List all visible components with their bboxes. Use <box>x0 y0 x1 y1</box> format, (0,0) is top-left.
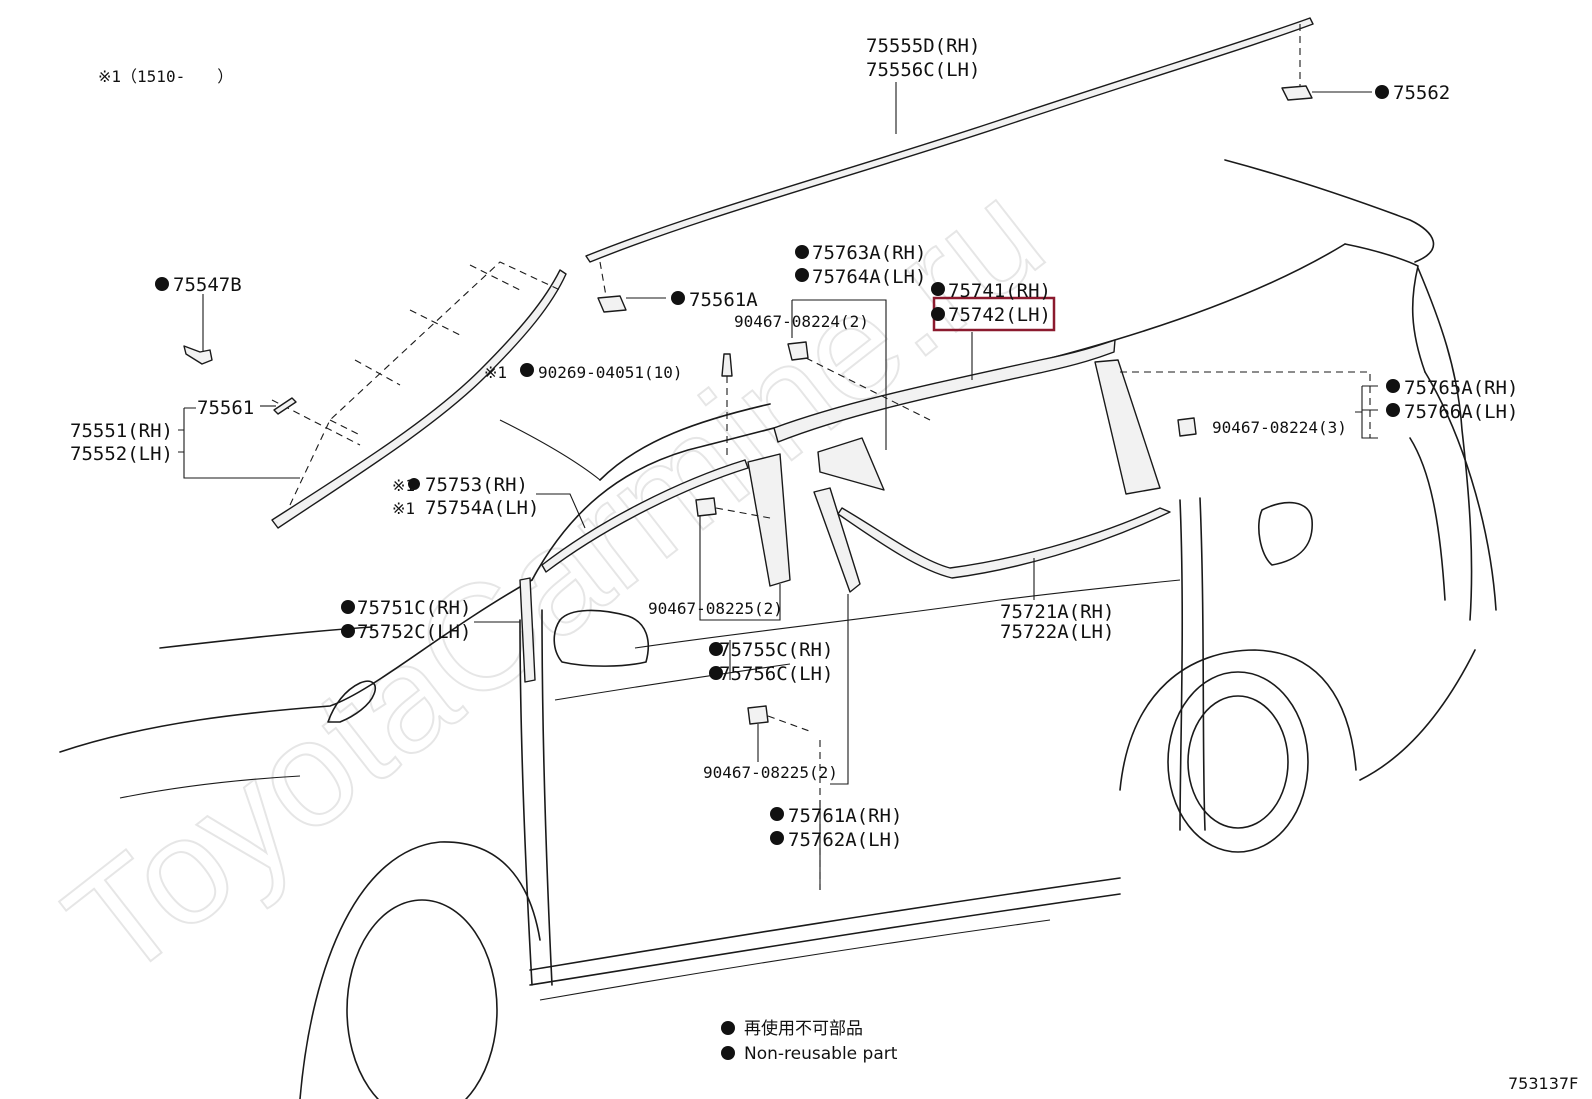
label-75556C: 75556C(LH) <box>866 59 980 81</box>
legend-en: Non-reusable part <box>744 1044 898 1064</box>
leader-lines <box>178 299 1378 890</box>
label-75752C: 75752C(LH) <box>357 621 471 643</box>
label-75763A: 75763A(RH) <box>812 242 926 264</box>
note-range: ※1（1510- ） <box>98 67 233 86</box>
label-75547B: 75547B <box>173 274 242 296</box>
roof-moulding <box>585 17 1314 263</box>
legend-jp: 再使用不可部品 <box>744 1018 863 1039</box>
label-75742: 75742(LH) <box>948 304 1051 326</box>
label-90269: 90269-04051(10) <box>538 363 683 382</box>
windshield-moulding <box>271 261 567 529</box>
belt-moulding <box>773 332 1116 443</box>
clips <box>183 24 1372 733</box>
label-75562: 75562 <box>1393 82 1450 104</box>
non-reusable-dots <box>155 85 1400 1060</box>
label-75765A: 75765A(RH) <box>1404 377 1518 399</box>
label-90467-08224-3: 90467-08224(3) <box>1212 418 1347 437</box>
front-pillar-garnish <box>519 459 749 683</box>
vehicle-outline <box>59 159 1497 1099</box>
label-75764A: 75764A(LH) <box>812 266 926 288</box>
centre-pillar-garnishes <box>747 437 885 593</box>
slide-door-moulding <box>837 507 1171 600</box>
label-75751C: 75751C(RH) <box>357 597 471 619</box>
diagram-code: 753137F <box>1508 1074 1578 1093</box>
label-75555D: 75555D(RH) <box>866 35 980 57</box>
label-75722A: 75722A(LH) <box>1000 621 1114 643</box>
label-90467-08224-2: 90467-08224(2) <box>734 312 869 331</box>
label-75755C: 75755C(RH) <box>719 639 833 661</box>
label-75551: 75551(RH) <box>70 420 173 442</box>
label-75721A: 75721A(RH) <box>1000 601 1114 623</box>
label-75762A: 75762A(LH) <box>788 829 902 851</box>
mark-1a: ※1 <box>484 363 507 382</box>
label-75756C: 75756C(LH) <box>719 663 833 685</box>
mark-1b: ※1 <box>392 476 415 495</box>
label-90467-08225-2b: 90467-08225(2) <box>703 763 838 782</box>
mark-1c: ※1 <box>392 499 415 518</box>
part-labels: ※1（1510- ） 75555D(RH) 75556C(LH) 75562 7… <box>70 35 1518 851</box>
label-90467-08225-2a: 90467-08225(2) <box>648 599 783 618</box>
rear-pillar-garnish <box>1094 359 1371 495</box>
label-75766A: 75766A(LH) <box>1404 401 1518 423</box>
label-75761A: 75761A(RH) <box>788 805 902 827</box>
label-75741: 75741(RH) <box>948 280 1051 302</box>
label-75552: 75552(LH) <box>70 443 173 465</box>
label-75561A: 75561A <box>689 289 758 311</box>
label-75561: 75561 <box>197 397 254 419</box>
label-75754A: 75754A(LH) <box>425 497 539 519</box>
legend: 再使用不可部品 Non-reusable part <box>744 1018 898 1064</box>
label-75753: 75753(RH) <box>425 474 528 496</box>
